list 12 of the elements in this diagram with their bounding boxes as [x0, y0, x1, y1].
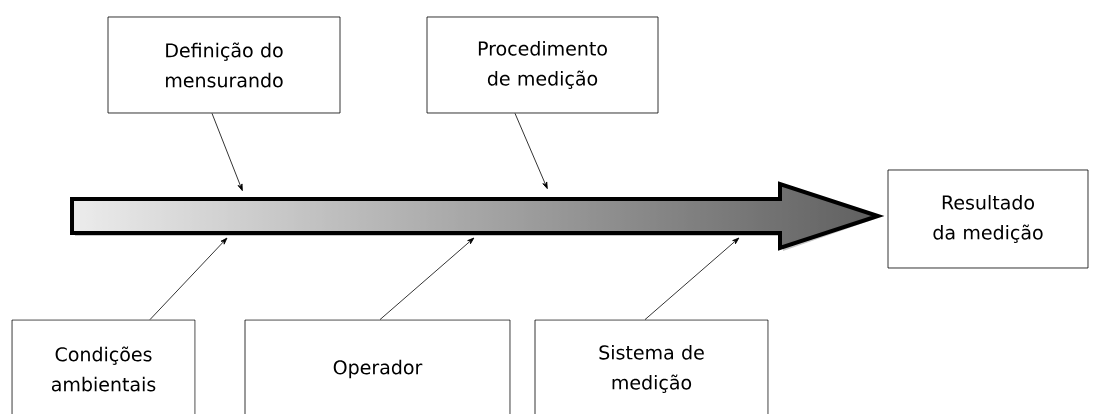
arrow — [149, 237, 228, 320]
text-box: Resultado da medição — [887, 169, 1089, 269]
arrow — [514, 113, 548, 189]
big-arrow — [70, 181, 885, 251]
text-box: Operador — [244, 319, 511, 414]
text-box: Condições ambientais — [11, 319, 196, 414]
text-box: Definição do mensurando — [107, 16, 341, 114]
text-box: Procedimento de medição — [426, 16, 659, 114]
arrow — [644, 237, 740, 320]
arrow — [379, 237, 475, 320]
text-box: Sistema de medição — [534, 319, 769, 414]
arrow — [211, 113, 243, 191]
